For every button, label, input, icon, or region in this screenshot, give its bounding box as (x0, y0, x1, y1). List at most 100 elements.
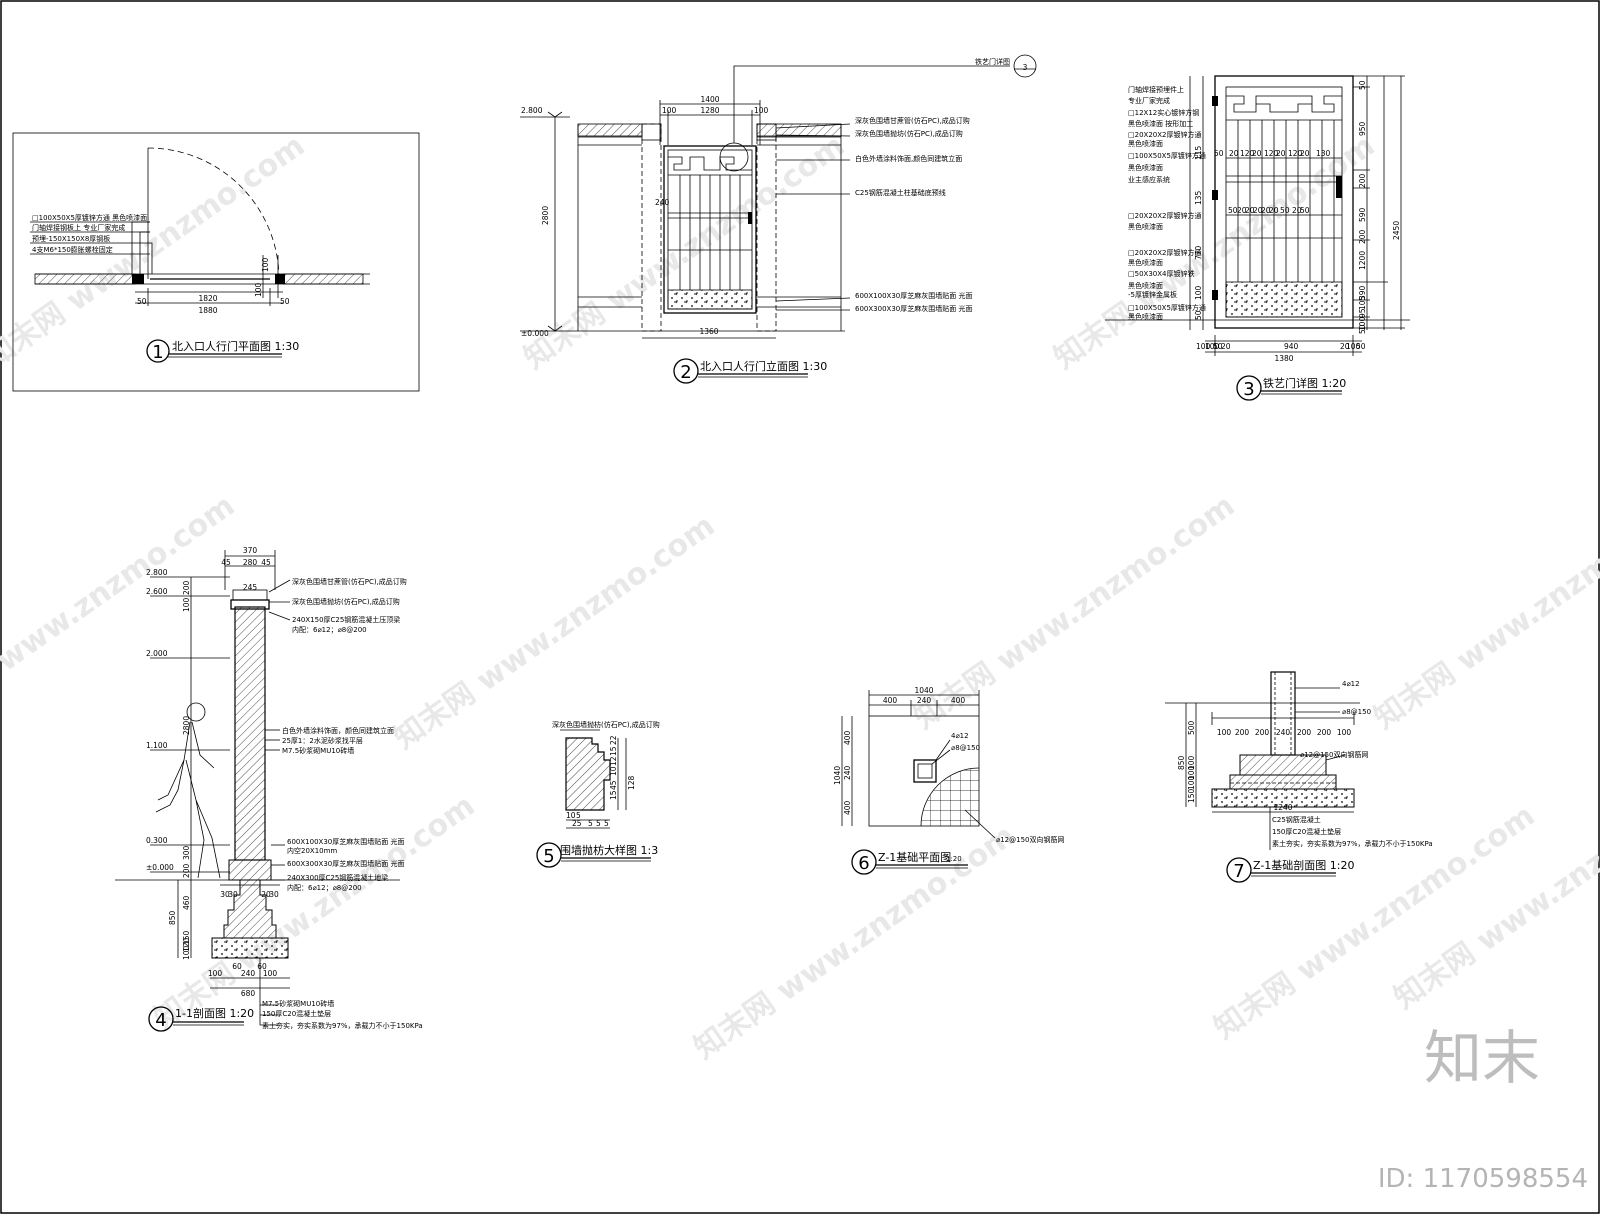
d4-dim-top-5: 245 (243, 583, 258, 592)
d3-dim-right-5: 200 (1358, 229, 1367, 244)
d4-dim-left-8: 150 (182, 930, 191, 945)
d4-dim-left-3: 2800 (182, 716, 191, 735)
d3-dim-bar1-7: 120 (1288, 149, 1303, 158)
d4-level-3: 2.000 (146, 649, 168, 658)
d5-dim-right-2: 15 (609, 746, 618, 756)
d3-dim-bar2-1: 50 (1228, 206, 1238, 215)
d4-level-2: 2.600 (146, 587, 168, 596)
d3-note-15: 黑色喷漆面 (1128, 281, 1163, 290)
d3-dim-bar1-5: 120 (1264, 149, 1279, 158)
d3-dim-bar2-9: 50 (1300, 206, 1310, 215)
d4-note-bottom-1: M7.5砂浆砌MU10砖墙 (262, 999, 334, 1008)
d4-dim-base-2: 30 (228, 890, 238, 899)
d3-note-9: 业主感应系统 (1128, 175, 1170, 184)
d4-note-low-2: 内空20X10mm (287, 846, 337, 855)
d6-note-2: ⌀8@150 (951, 744, 980, 752)
d2-callout-number: 3 (1023, 63, 1028, 72)
d2-dim-2800: 2800 (541, 206, 550, 225)
d3-note-6: 黑色喷漆面 (1128, 139, 1163, 148)
drawing-6-scale: 1:20 (946, 855, 962, 863)
human-scale-figure (155, 702, 221, 879)
d2-dim-1400: 1400 (700, 95, 719, 104)
d3-dim-bottom-total: 1380 (1274, 354, 1293, 363)
d4-level-6: ±0.000 (146, 863, 174, 872)
d6-dim-top-3: 240 (917, 696, 932, 705)
d4-note-low-3: 600X300X30厚芝麻灰围墙贴面 光面 (287, 859, 404, 868)
d3-note-14: □50X30X4厚镀锌铁 (1128, 269, 1194, 278)
d1-dim-50: 50 (137, 297, 147, 306)
d5-dim-right-5: 45 (609, 780, 618, 790)
drawing-2-elevation: 铁艺门详图 3 1400 100 1280 100 2800 240 1360 … (520, 54, 1037, 384)
d4-dim-left-2: 100 (182, 597, 191, 612)
d7-dim-left-2: 100 (1187, 755, 1196, 770)
d3-dim-bottom-7: 100 (1346, 342, 1361, 351)
d3-dim-bar1-9: 130 (1316, 149, 1331, 158)
d4-dim-base-10: 30 (269, 890, 279, 899)
d6-note-1: 4⌀12 (951, 732, 969, 740)
d4-dim-left-5: 200 (182, 863, 191, 878)
d1-dim-100b: 100 (261, 257, 270, 272)
d6-dim-top-total: 1040 (914, 686, 933, 695)
d6-dim-left-2: 240 (843, 765, 852, 780)
d7-note-right-2: ⌀8@150 (1342, 708, 1371, 716)
drawing-2-title: 北入口人行门立面图 1:30 (700, 359, 827, 373)
d7-dim-left-4: 100 (1187, 775, 1196, 790)
d4-dim-left-4: 300 (182, 845, 191, 860)
d2-note-6: 600X300X30厚芝麻灰围墙贴面 光面 (855, 304, 972, 313)
drawing-1-plan: 1 北入口人行门平面图 1:30 □100X50X5厚镀锌方通 黑色喷漆面 门轴… (12, 132, 420, 392)
d3-dim-left-4: 100 (1194, 285, 1203, 300)
d2-gate-bars (668, 175, 752, 290)
d1-note-3: 预埋-150X150X8厚钢板 (32, 234, 110, 243)
d7-dim-left-5: 150 (1187, 788, 1196, 803)
drawing-7-title: Z-1基础剖面图 1:20 (1253, 858, 1355, 872)
d6-note-3: ⌀12@150双向钢筋网 (996, 835, 1064, 844)
d4-level-4: 1.100 (146, 741, 168, 750)
d4-note-bottom-2: 150厚C20混凝土垫层 (262, 1009, 331, 1018)
d4-note-low-4: 240X300厚C25钢筋混凝土地梁 (287, 873, 388, 882)
d7-dim-bottom-total: 1240 (1273, 803, 1292, 812)
d6-dim-left-1: 400 (843, 730, 852, 745)
d4-dim-top-2: 45 (221, 558, 231, 567)
d2-level-base: ±0.000 (521, 329, 549, 338)
d5-dim-bottom-2: 5 (576, 811, 581, 820)
d3-dim-bottom-2: 100 (1205, 342, 1220, 351)
d2-note-3: 白色外墙涂料饰面,颜色同建筑立面 (855, 154, 962, 163)
d4-dim-top-1: 370 (243, 546, 258, 555)
d3-note-4: 黑色喷漆面 按形加工 (1128, 119, 1193, 128)
d2-note-2: 深灰色围墙抛坊(仿石PC),成品订购 (855, 129, 963, 138)
d5-dim-right-6: 15 (609, 790, 618, 800)
d3-dim-bar2-6: 20 (1269, 206, 1279, 215)
d7-dim-top-5: 200 (1297, 728, 1312, 737)
d3-dim-right-9: 95 (1358, 308, 1367, 318)
d3-dim-bar1-2: 20 (1229, 149, 1239, 158)
d5-dim-right-3: 12 (609, 756, 618, 766)
d2-dim-1360: 1360 (699, 327, 718, 336)
d7-dim-top-6: 200 (1317, 728, 1332, 737)
d7-note-bottom-2: 150厚C20混凝土垫层 (1272, 827, 1341, 836)
d3-dim-right-1: 50 (1358, 80, 1367, 90)
wall-hatch-left (34, 273, 136, 285)
d3-dim-bar2-4: 20 (1253, 206, 1263, 215)
d1-dim-1820: 1820 (198, 294, 217, 303)
d2-dim-100b: 100 (754, 106, 769, 115)
d3-dim-right-4: 590 (1358, 207, 1367, 222)
d7-dim-top-2: 200 (1235, 728, 1250, 737)
d4-dim-top-4: 45 (261, 558, 271, 567)
d3-note-12: □20X20X2厚镀锌方通 (1128, 248, 1201, 257)
d3-dim-bar1-4: 20 (1252, 149, 1262, 158)
d3-dim-bar1-1: 50 (1214, 149, 1224, 158)
d3-note-13: 黑色喷漆面 (1128, 258, 1163, 267)
d3-dim-bar2-7: 50 (1280, 206, 1290, 215)
d4-dim-base-4: 60 (232, 962, 242, 971)
d5-dim-right-1: 22 (609, 735, 618, 745)
d3-dim-bar1-8: 20 (1300, 149, 1310, 158)
d6-dim-top-2: 400 (883, 696, 898, 705)
d3-dim-left-3: 770 (1194, 245, 1203, 260)
